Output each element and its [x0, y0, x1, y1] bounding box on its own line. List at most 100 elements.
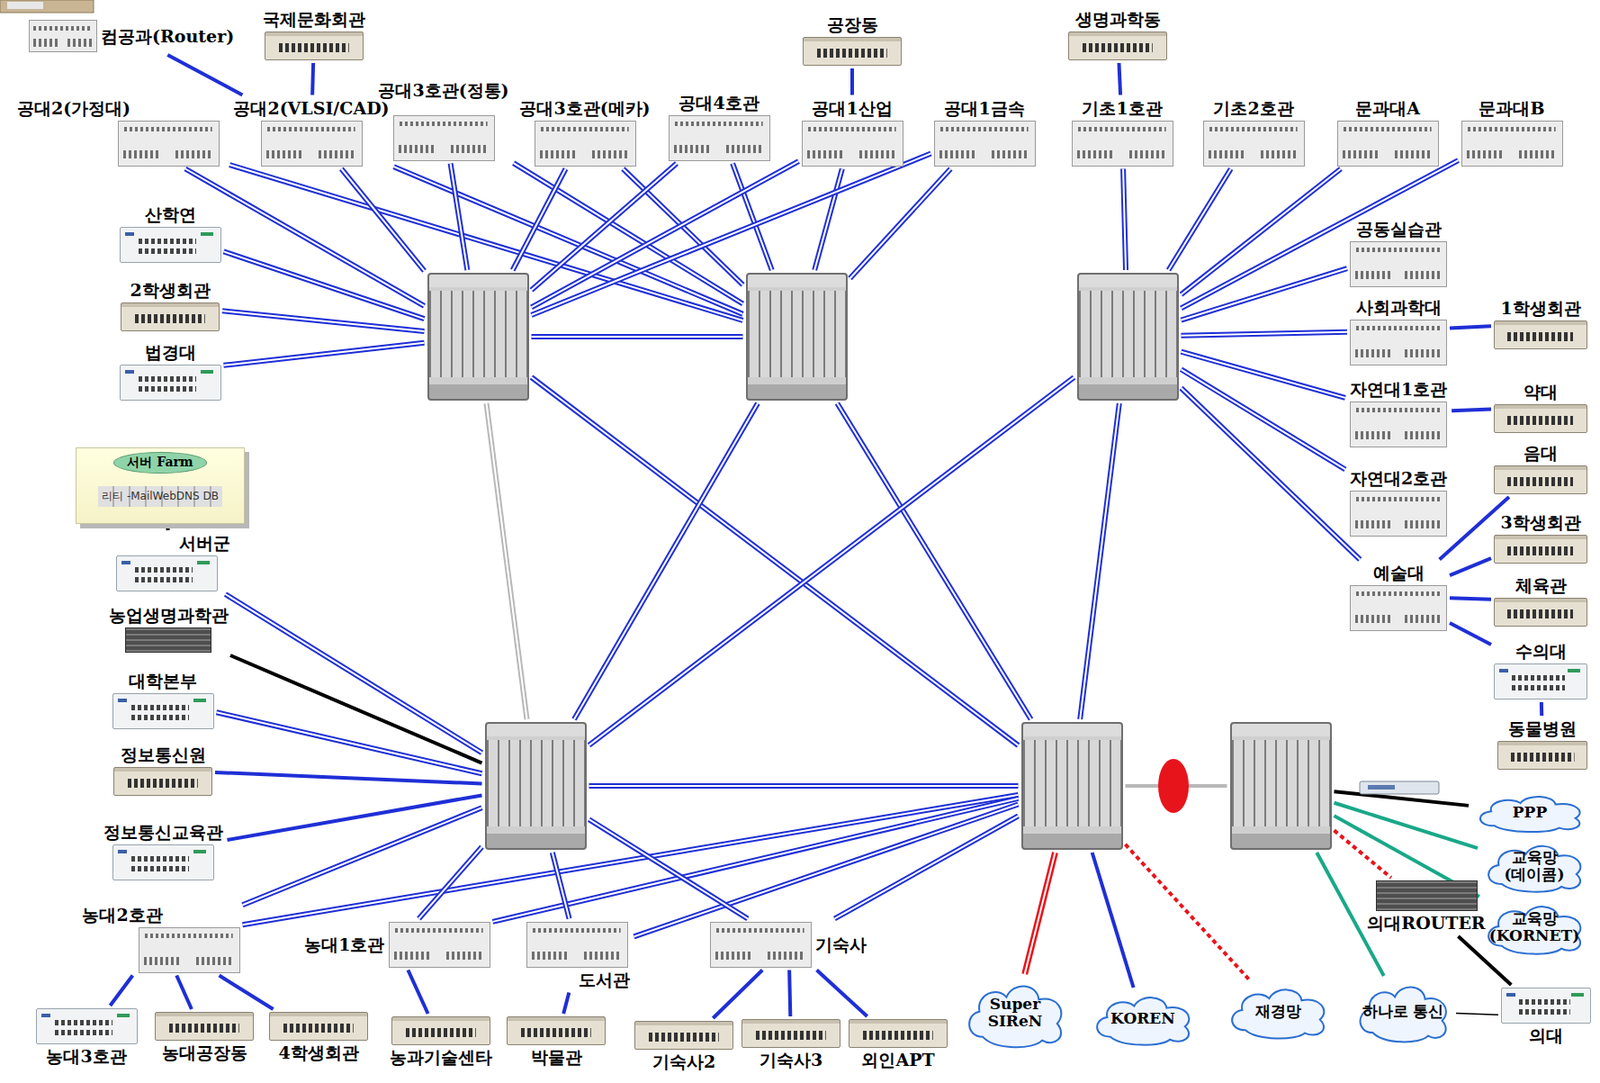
network-cloud: 교육망 (KORNET) [1480, 898, 1589, 955]
device-icon [116, 555, 218, 592]
network-link [1181, 332, 1349, 336]
device-icon [526, 921, 629, 968]
patch-panel-node: 공동실습관 [1349, 218, 1448, 288]
patch-panel-node: 공대1금속 [934, 98, 1036, 167]
node-label: 농대공장동 [160, 1042, 250, 1063]
link-line [1092, 852, 1134, 988]
link-line-gap [242, 794, 1019, 925]
hub-node: 약대 [1493, 381, 1588, 433]
patch-panel-node: 농대1호관 [302, 921, 490, 968]
network-link [513, 162, 744, 304]
node-label: 컴공과(Router) [98, 26, 236, 47]
hub-node: 생명과학동 [1068, 8, 1168, 61]
node-label: 수의대 [1513, 640, 1569, 662]
patch-panel-node: 기숙사 [710, 921, 869, 968]
cloud-text-box: 교육망 (KORNET) [1480, 898, 1589, 955]
network-cloud: PPP [1471, 791, 1589, 833]
switch-node: 의대 [1501, 987, 1592, 1046]
network-link [1456, 1012, 1499, 1015]
network-link [589, 818, 748, 918]
link-line [1334, 829, 1392, 878]
device-icon [1077, 272, 1179, 401]
network-link [485, 403, 527, 720]
node-label: 공동실습관 [1354, 218, 1444, 240]
node-label: 4학생회관 [276, 1042, 360, 1063]
device-icon [668, 115, 771, 162]
link-line [552, 852, 570, 919]
device-icon [113, 766, 213, 796]
switch-node: 산학연 [119, 204, 222, 263]
cloud-text-box: PPP [1471, 791, 1589, 833]
network-link [1092, 852, 1134, 988]
link-line [1181, 368, 1346, 469]
link-line-gap [531, 153, 932, 315]
link-line-gap [1181, 160, 1459, 308]
partial-picture [0, 0, 94, 13]
node-label: KOREN [1096, 1009, 1189, 1027]
device-icon [1337, 120, 1439, 167]
network-link [789, 970, 791, 1017]
network-link [574, 403, 758, 720]
rack-node: 농업생명과학관 [107, 604, 231, 653]
network-link [1449, 557, 1492, 576]
patch-panel-node: 공대4호관 [668, 92, 771, 162]
link-line-gap [485, 403, 527, 720]
cloud-shape [1231, 988, 1324, 1038]
hub-node: 음대 [1493, 442, 1588, 495]
network-link [312, 62, 315, 96]
link-line [531, 153, 932, 315]
link-line-gap [589, 818, 748, 918]
cloud-shape [1488, 906, 1581, 954]
device-icon [119, 364, 222, 401]
link-line [167, 54, 243, 96]
link-line [165, 526, 171, 531]
network-link [817, 970, 868, 1017]
hub-node: 농대공장동 [154, 1011, 254, 1063]
link-line [589, 818, 748, 918]
node-label: 서버군 [177, 532, 233, 554]
link-line-gap [1181, 268, 1349, 320]
link-line-gap [834, 815, 1018, 918]
node-label: Super SIReN [968, 995, 1061, 1030]
network-link [1181, 268, 1349, 320]
network-link [1024, 852, 1056, 974]
network-link [531, 153, 932, 315]
node-label: PPP [1479, 803, 1581, 821]
device-icon [1349, 490, 1448, 537]
link-line [1181, 160, 1459, 308]
link-line [310, 62, 315, 96]
node-label: 자연대1호관 [1348, 378, 1449, 400]
link-line [513, 162, 744, 304]
network-link [1118, 62, 1121, 96]
node-label: 도서관 [576, 969, 632, 990]
link-line [341, 169, 424, 271]
node-label: 정보통신원 [118, 744, 208, 765]
hub-node: 박물관 [506, 1015, 606, 1068]
node-label: 자연대2호관 [1348, 467, 1449, 489]
network-link [531, 377, 1019, 746]
link-line [850, 68, 854, 96]
network-cloud: 교육망 (데이콤) [1480, 838, 1589, 893]
device-icon [485, 721, 587, 850]
link-line [850, 169, 952, 279]
node-label: 하나로 통신 [1359, 1002, 1447, 1020]
link-line [1181, 332, 1349, 336]
link-line [1449, 597, 1492, 599]
link-line [836, 403, 1031, 720]
link-line [224, 593, 482, 753]
node-label: 2학생회관 [127, 279, 212, 301]
cloud-text-box: 교육망 (데이콤) [1480, 838, 1589, 893]
node-label: 사회과학대 [1354, 296, 1444, 318]
device-icon [269, 1011, 369, 1041]
patch-panel-node: 기초2호관 [1203, 98, 1305, 167]
node-label: 농대3호관 [44, 1045, 128, 1067]
cloud-shape [1488, 845, 1581, 892]
link-line [1123, 169, 1126, 271]
device-icon [848, 1018, 948, 1048]
device-icon [506, 1015, 606, 1045]
link-line [531, 163, 677, 291]
modem-symbol [1359, 781, 1439, 794]
link-line-gap [512, 169, 567, 271]
device-icon [112, 844, 215, 881]
